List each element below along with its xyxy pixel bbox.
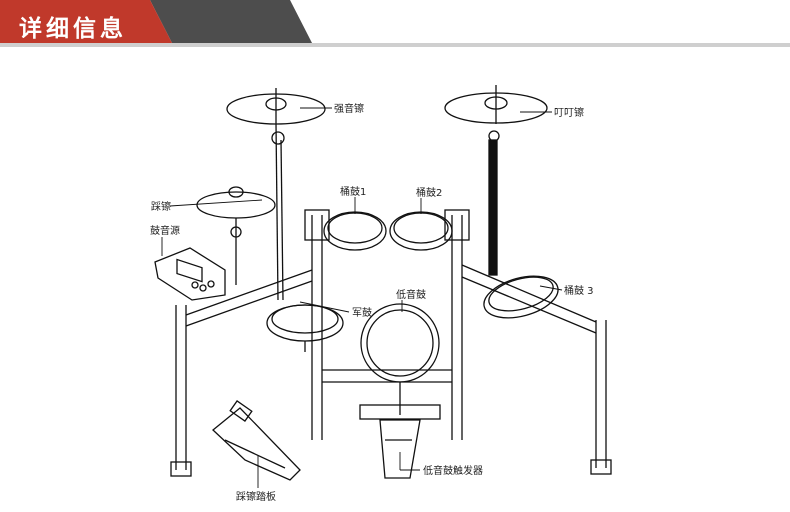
tom-1 [323, 211, 387, 251]
header-red-tab [0, 0, 172, 43]
hihat-pedal [212, 400, 301, 481]
label-kick: 低音鼓 [396, 288, 426, 301]
header-dark-tab [150, 0, 312, 43]
label-kick-pedal: 低音鼓触发器 [423, 464, 483, 477]
ride-cymbal [444, 85, 548, 276]
label-module: 鼓音源 [150, 224, 180, 237]
tom-3 [483, 275, 559, 319]
hihat-cymbal [196, 186, 276, 285]
header-underline [0, 43, 790, 47]
rack-frame [170, 209, 612, 477]
label-leaders [161, 107, 563, 488]
kick-pedal [359, 404, 441, 479]
kick-drum [360, 303, 440, 415]
page-title: 详细信息 [19, 16, 127, 42]
label-tom2: 桶鼓2 [416, 186, 442, 199]
crash-cymbal [226, 88, 326, 301]
section-header [0, 0, 790, 47]
label-hihat-pedal: 踩镲踏板 [236, 490, 276, 503]
label-snare: 军鼓 [352, 306, 372, 319]
snare-drum [266, 304, 344, 352]
sound-module [154, 247, 226, 301]
label-crash: 强音镲 [334, 102, 364, 115]
label-ride: 叮叮镲 [554, 106, 584, 119]
label-hihat: 踩镲 [151, 200, 171, 213]
label-tom3: 桶鼓 3 [564, 284, 594, 297]
label-tom1: 桶鼓1 [340, 185, 366, 198]
tom-2 [389, 211, 453, 251]
